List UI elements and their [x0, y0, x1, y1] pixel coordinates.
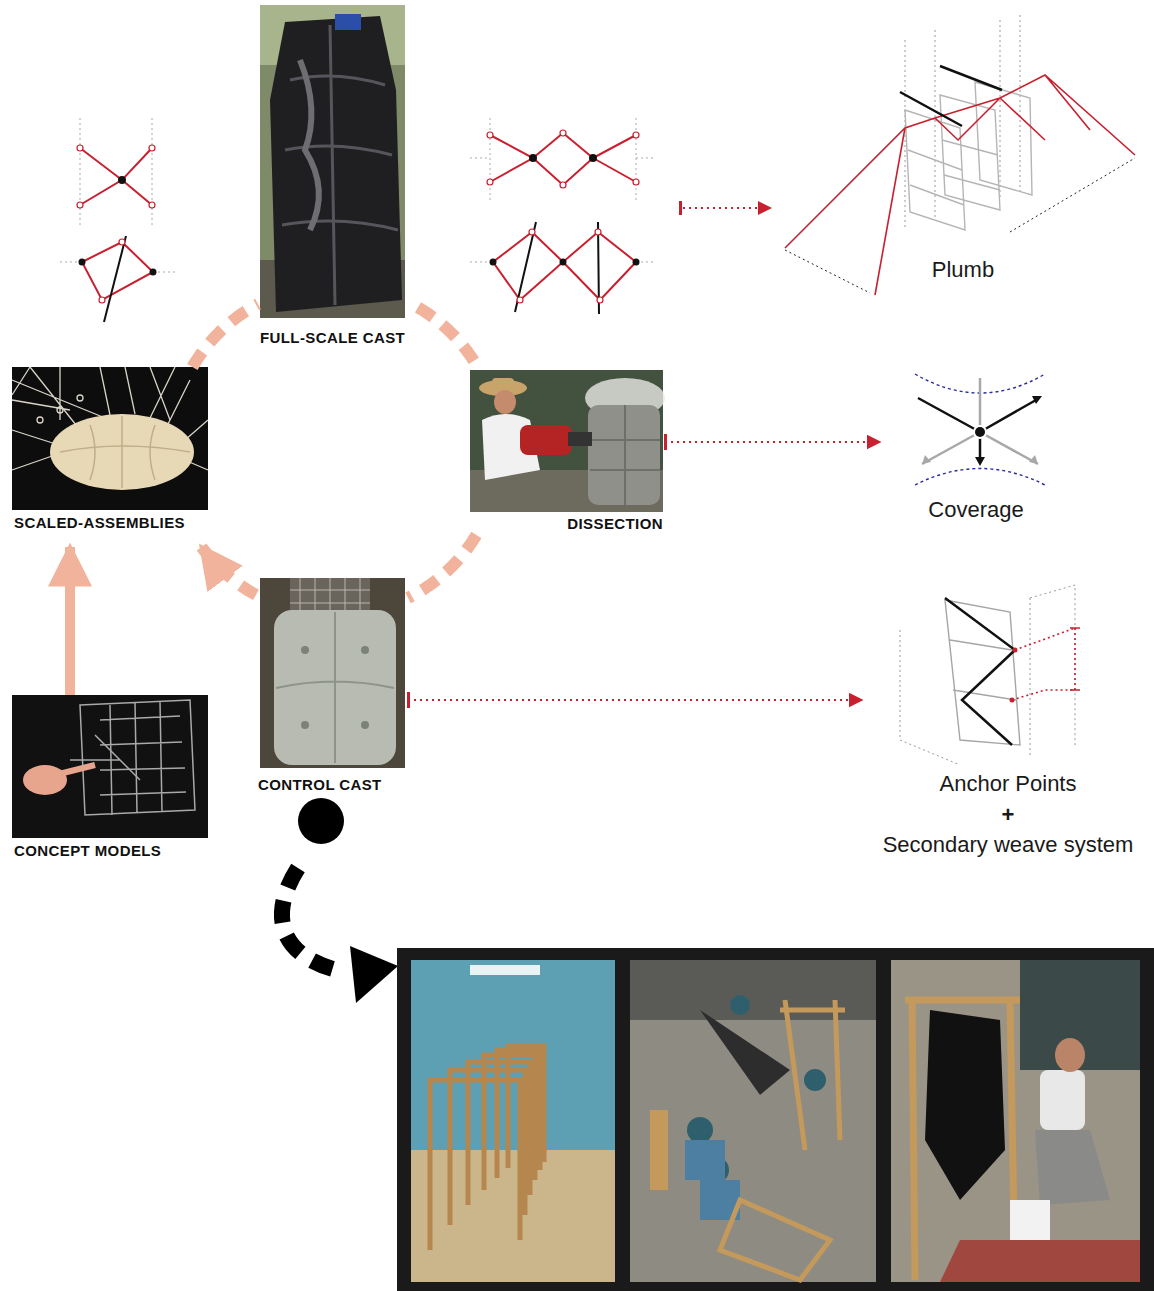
anchor-drawing	[900, 585, 1080, 765]
cycle-connector	[192, 304, 258, 367]
chain-diagram	[470, 118, 655, 314]
node-label: FULL-SCALE CAST	[260, 329, 405, 347]
cycle-connector	[418, 307, 479, 370]
cycle-connector	[202, 547, 256, 595]
drawing-node: Plumb	[780, 40, 1146, 290]
photo-node: CONCEPT MODELS	[12, 695, 212, 862]
photo-dissection	[470, 370, 665, 512]
photo-node: SCALED-ASSEMBLIES	[12, 367, 212, 547]
photo-node: DISSECTION	[470, 370, 665, 535]
plumb-drawing	[785, 15, 1135, 295]
node-label: SCALED-ASSEMBLIES	[14, 514, 185, 532]
node-label: Secondary weave system	[883, 832, 1134, 858]
dotted-arrow	[408, 699, 862, 701]
solid-arrow	[65, 547, 75, 695]
photo-scaled-assemblies	[12, 367, 208, 510]
photo-panel	[397, 948, 1154, 1291]
photo-full-scale-cast	[260, 5, 405, 318]
photo-node: FULL-SCALE CAST	[258, 5, 418, 350]
node-label: Anchor Points	[940, 771, 1077, 797]
photo-node: CONTROL CAST	[256, 578, 408, 798]
node-label: Coverage	[928, 497, 1023, 523]
black-dashed-arrow	[282, 798, 398, 1003]
node-label: +	[1002, 802, 1015, 828]
photo-concept-models	[12, 695, 208, 838]
dotted-arrow	[679, 201, 772, 215]
node-label: Plumb	[932, 257, 994, 283]
dotted-arrow	[665, 441, 880, 443]
node-label: CONTROL CAST	[258, 776, 382, 794]
photo-control-cast	[260, 578, 405, 768]
node-label: DISSECTION	[567, 515, 663, 533]
coverage-symbol	[915, 374, 1045, 485]
cycle-connector	[408, 535, 476, 598]
bowtie-diagram	[60, 118, 175, 322]
node-label: CONCEPT MODELS	[14, 842, 161, 860]
drawing-node: Anchor Points + Secondary weave system	[862, 575, 1154, 865]
drawing-node: Coverage	[880, 380, 1072, 525]
